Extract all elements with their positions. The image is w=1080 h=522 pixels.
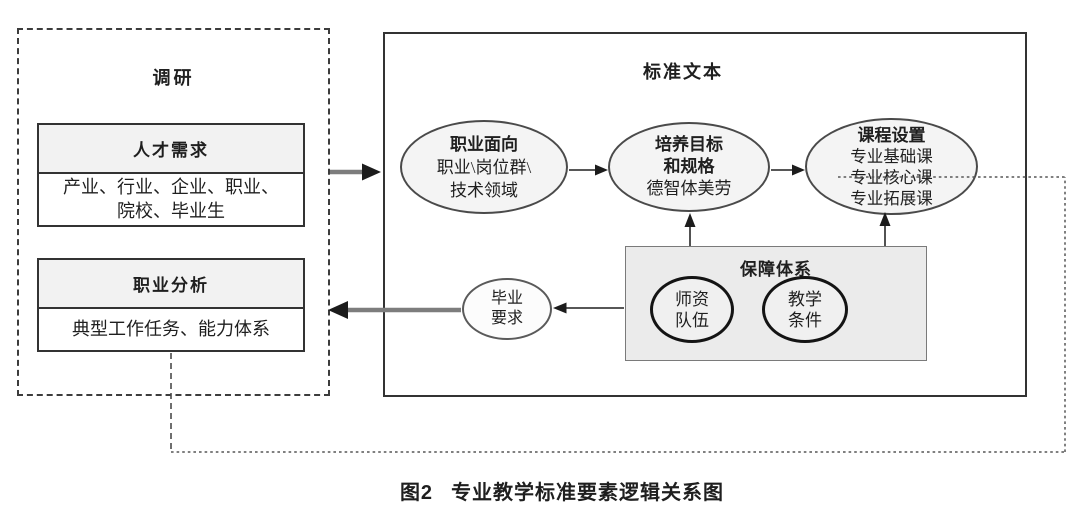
occupation-analysis-box: 职业分析 典型工作任务、能力体系: [37, 258, 305, 352]
figure-caption-title: 专业教学标准要素逻辑关系图: [451, 482, 725, 504]
graduation-requirements-oval: 毕业 要求: [462, 278, 552, 340]
standard-text-title: 标准文本: [643, 62, 723, 82]
teaching-conditions-line1: 教学: [788, 289, 822, 309]
curriculum-extension-course: 专业拓展课: [850, 188, 933, 208]
training-goal-title-line2: 和规格: [663, 157, 715, 176]
teaching-staff-line1: 师资: [675, 289, 709, 309]
talent-demand-body: 产业、行业、企业、职业、 院校、毕业生: [39, 174, 303, 225]
curriculum-core-course: 专业核心课: [850, 167, 933, 187]
figure-caption-label: 图2: [399, 482, 434, 504]
guarantee-system-title: 保障体系: [740, 260, 812, 279]
talent-demand-box: 人才需求 产业、行业、企业、职业、 院校、毕业生: [37, 123, 305, 227]
graduation-requirements-line1: 毕业: [490, 290, 523, 307]
career-orientation-oval: 职业面向 职业\岗位群\ 技术领域: [400, 120, 568, 214]
training-goal-line: 德智体美劳: [646, 179, 732, 198]
survey-panel: 调研 人才需求 产业、行业、企业、职业、 院校、毕业生 职业分析 典型工作任务、…: [17, 28, 330, 396]
occupation-analysis-body: 典型工作任务、能力体系: [72, 318, 270, 339]
standard-text-panel: 标准文本 职业面向 职业\岗位群\ 技术领域 培养目标 和规格 德智体美劳 课程…: [383, 32, 1027, 397]
training-goal-title-line1: 培养目标: [655, 135, 723, 154]
survey-panel-title: 调研: [152, 68, 195, 88]
teaching-conditions-oval: 教学 条件: [762, 276, 848, 343]
career-orientation-title: 职业面向: [450, 134, 518, 154]
graduation-requirements-line2: 要求: [490, 310, 523, 327]
career-orientation-line1: 职业\岗位群\: [436, 157, 532, 177]
curriculum-setting-title: 课程设置: [857, 125, 926, 145]
occupation-analysis-header: 职业分析: [39, 260, 303, 309]
talent-demand-body-line2: 院校、毕业生: [117, 200, 225, 221]
figure-caption: 图2 专业教学标准要素逻辑关系图: [22, 476, 1080, 505]
curriculum-setting-oval: 课程设置 专业基础课 专业核心课 专业拓展课: [805, 118, 978, 215]
talent-demand-body-line1: 产业、行业、企业、职业、: [63, 177, 279, 198]
teaching-conditions-line2: 条件: [788, 310, 822, 330]
arrow-survey-to-standard: [330, 163, 381, 181]
training-goal-oval: 培养目标 和规格 德智体美劳: [608, 122, 770, 212]
career-orientation-line2: 技术领域: [450, 180, 518, 200]
teaching-staff-oval: 师资 队伍: [650, 276, 734, 343]
guarantee-system-box: 保障体系 师资 队伍 教学 条件: [625, 246, 927, 361]
talent-demand-header: 人才需求: [39, 125, 303, 174]
teaching-staff-line2: 队伍: [675, 310, 709, 330]
curriculum-basic-course: 专业基础课: [850, 146, 933, 166]
